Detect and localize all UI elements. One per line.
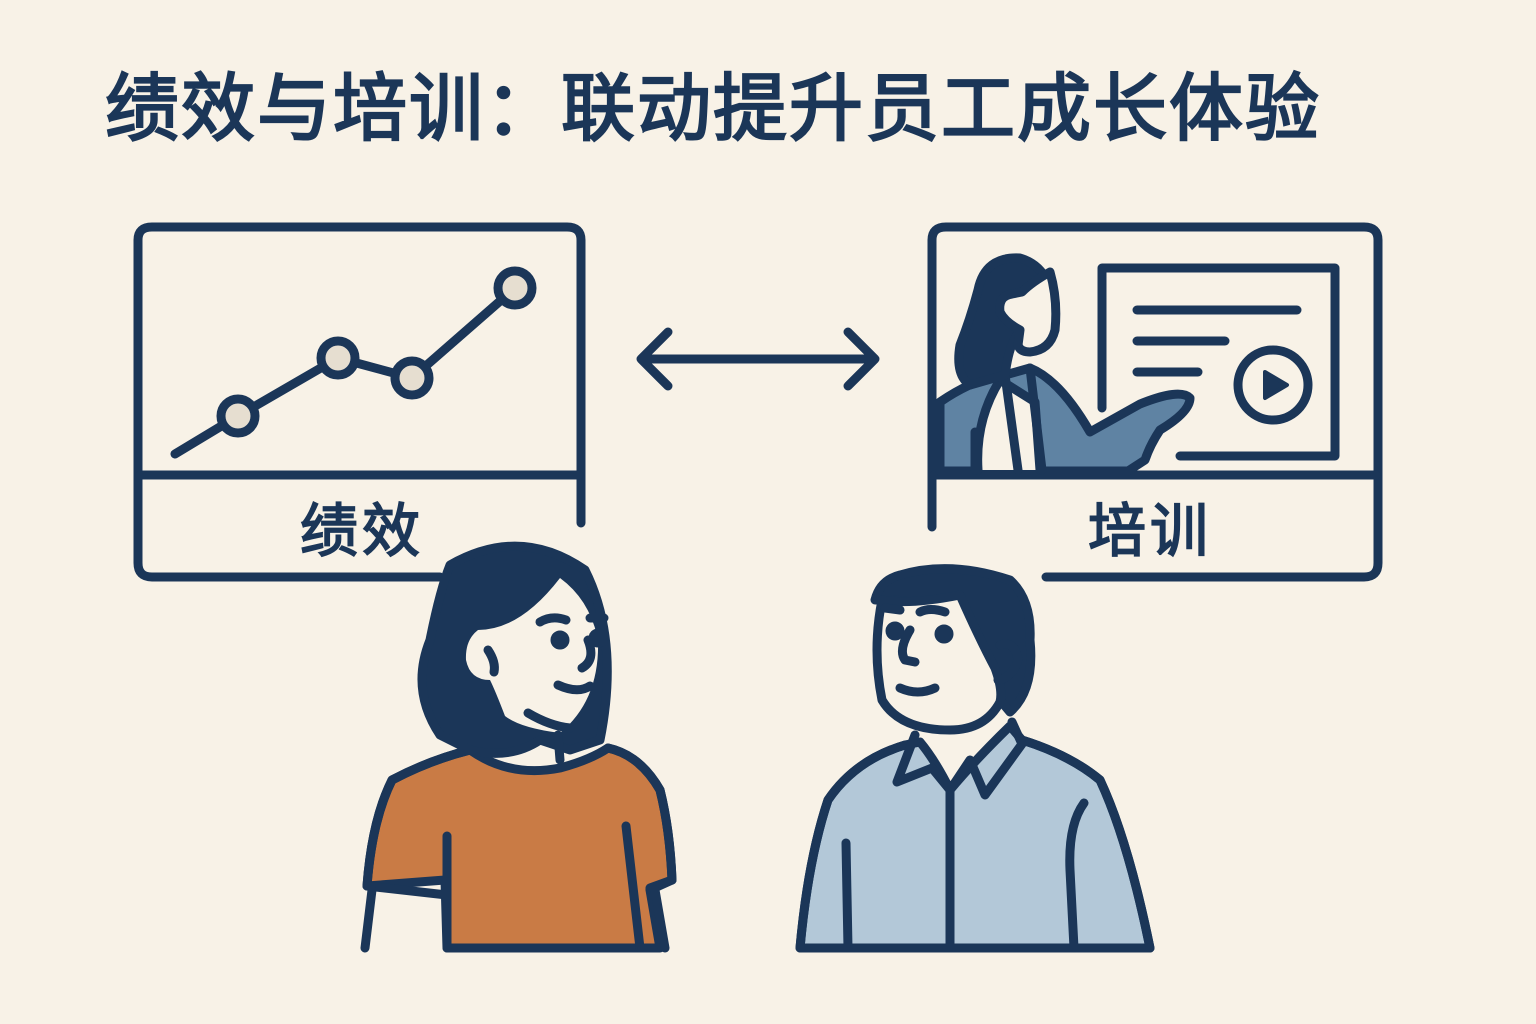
training-panel	[927, 222, 1383, 582]
presenter-icon	[935, 253, 1195, 476]
man-employee	[795, 564, 1155, 953]
woman-employee	[360, 541, 677, 953]
training-label: 培训	[1088, 497, 1213, 565]
double-arrow-icon	[636, 327, 880, 391]
page-title: 绩效与培训：联动提升员工成长体验	[105, 66, 1321, 152]
presentation-screen-icon	[1097, 263, 1340, 461]
performance-panel	[133, 222, 586, 582]
line-chart-icon	[170, 266, 537, 459]
performance-label: 绩效	[300, 497, 425, 565]
